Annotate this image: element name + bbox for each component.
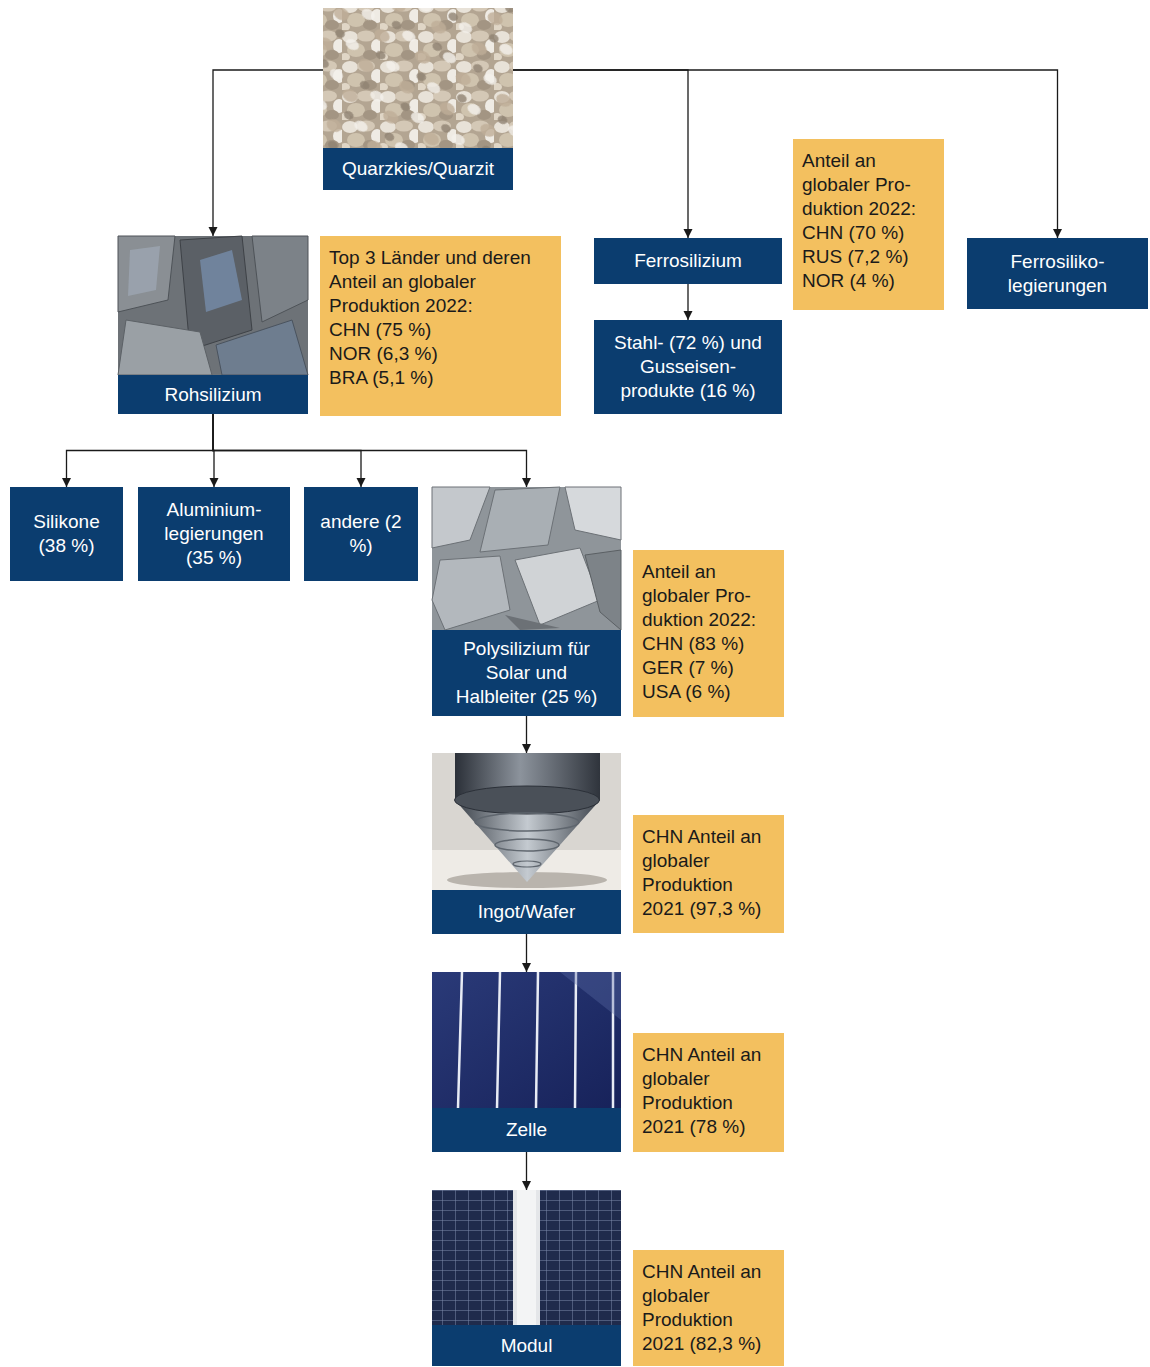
material-box: Rohsilizium — [118, 236, 308, 414]
box-label: andere (2 %) — [314, 510, 408, 558]
material-box: Ferrosiliko- legierungen — [967, 238, 1148, 309]
callout-text: CHN (75 %) — [329, 318, 553, 342]
box-label: Quarzkies/Quarzit — [323, 148, 513, 190]
share-callout: CHN Anteil an globaler Produktion 2021 (… — [633, 815, 784, 933]
use-box: Silikone (38 %) — [10, 487, 123, 581]
callout-text: Top 3 Länder und deren Anteil an globale… — [329, 246, 553, 318]
box-label: Ferrosiliko- legierungen — [977, 250, 1138, 298]
box-label: Aluminium- legierungen (35 %) — [148, 498, 280, 570]
box-label: Stahl- (72 %) und Gusseisen- produkte (1… — [604, 331, 772, 403]
solar-module-photo-part — [517, 1190, 536, 1325]
polysilicon-photo — [432, 487, 621, 630]
polysilicon-photo-part — [505, 615, 560, 630]
ingot-photo — [432, 753, 621, 890]
raw-silicon-photo-part — [216, 320, 308, 375]
callout-text: NOR (4 %) — [802, 269, 936, 293]
ingot-photo-part — [432, 753, 621, 890]
share-callout: Anteil an globaler Pro- duktion 2022:CHN… — [633, 550, 784, 717]
solar-cell-photo-part — [560, 972, 621, 1020]
callout-text: GER (7 %) — [642, 656, 776, 680]
solar-cell-photo-part — [432, 972, 621, 1108]
share-callout: CHN Anteil an globaler Produktion 2021 (… — [633, 1250, 784, 1366]
callout-text: Anteil an globaler Pro- duktion 2022: — [642, 560, 776, 632]
use-box: Aluminium- legierungen (35 %) — [138, 487, 290, 581]
ingot-photo-part — [455, 800, 600, 882]
box-label: Modul — [432, 1325, 621, 1366]
callout-text: USA (6 %) — [642, 680, 776, 704]
raw-silicon-photo — [118, 236, 308, 375]
polysilicon-photo-part — [585, 550, 621, 630]
callout-text: CHN Anteil an globaler Produktion 2021 (… — [642, 825, 776, 921]
raw-silicon-photo-part — [118, 320, 212, 375]
stage-box: Ingot/Wafer — [432, 753, 621, 934]
callout-text: BRA (5,1 %) — [329, 366, 553, 390]
callout-text: RUS (7,2 %) — [802, 245, 936, 269]
ingot-photo-part — [455, 786, 600, 814]
polysilicon-photo-part — [480, 487, 560, 552]
source-box: Quarzkies/Quarzit — [323, 8, 513, 190]
solar-module-photo-part — [432, 1190, 621, 1325]
share-callout: Top 3 Länder und deren Anteil an globale… — [320, 236, 561, 416]
flow-arrow — [526, 716, 527, 753]
callout-text: CHN Anteil an globaler Produktion 2021 (… — [642, 1043, 776, 1139]
ingot-photo-part — [495, 839, 559, 851]
callout-text: Anteil an globaler Pro- duktion 2022: — [802, 149, 936, 221]
flow-arrow — [526, 1152, 527, 1190]
material-box: Polysilizium für Solar und Halbleiter (2… — [432, 487, 621, 716]
ingot-photo-part — [475, 813, 579, 831]
use-box: andere (2 %) — [304, 487, 418, 581]
box-label: Polysilizium für Solar und Halbleiter (2… — [432, 630, 621, 716]
use-box: Stahl- (72 %) und Gusseisen- produkte (1… — [594, 320, 782, 414]
raw-silicon-photo-part — [128, 246, 160, 296]
solar-module-photo — [432, 1190, 621, 1325]
flow-arrow — [213, 414, 527, 487]
polysilicon-photo-part — [432, 556, 510, 630]
material-box: Ferrosilizium — [594, 238, 782, 284]
flow-arrow — [526, 934, 527, 972]
box-label: Zelle — [432, 1108, 621, 1152]
flow-arrow — [67, 414, 214, 487]
raw-silicon-photo-part — [118, 236, 308, 375]
flow-arrow — [513, 70, 1058, 238]
stage-box: Zelle — [432, 972, 621, 1152]
box-label: Ferrosilizium — [634, 249, 742, 273]
solar-module-photo-part — [513, 1190, 540, 1325]
flow-arrow — [687, 284, 688, 320]
callout-text: CHN (83 %) — [642, 632, 776, 656]
raw-silicon-photo-part — [252, 236, 308, 322]
box-label: Silikone (38 %) — [20, 510, 113, 558]
polysilicon-photo-part — [432, 487, 490, 548]
box-label: Rohsilizium — [118, 375, 308, 414]
raw-silicon-photo-part — [118, 236, 175, 312]
share-callout: CHN Anteil an globaler Produktion 2021 (… — [633, 1033, 784, 1152]
gravel-photo — [323, 8, 513, 148]
polysilicon-photo-part — [565, 487, 621, 540]
polysilicon-photo-part — [432, 487, 621, 630]
stage-box: Modul — [432, 1190, 621, 1366]
callout-text: CHN (70 %) — [802, 221, 936, 245]
raw-silicon-photo-part — [200, 250, 242, 312]
share-callout: Anteil an globaler Pro- duktion 2022:CHN… — [793, 139, 944, 310]
gravel-photo-part — [323, 8, 513, 148]
ingot-photo-part — [513, 861, 541, 867]
callout-text: NOR (6,3 %) — [329, 342, 553, 366]
flow-arrow — [213, 70, 323, 236]
box-label: Ingot/Wafer — [432, 890, 621, 934]
solar-cell-photo — [432, 972, 621, 1108]
flow-arrow — [513, 70, 688, 238]
gravel-photo-part — [323, 8, 513, 148]
callout-text: CHN Anteil an globaler Produktion 2021 (… — [642, 1260, 776, 1356]
